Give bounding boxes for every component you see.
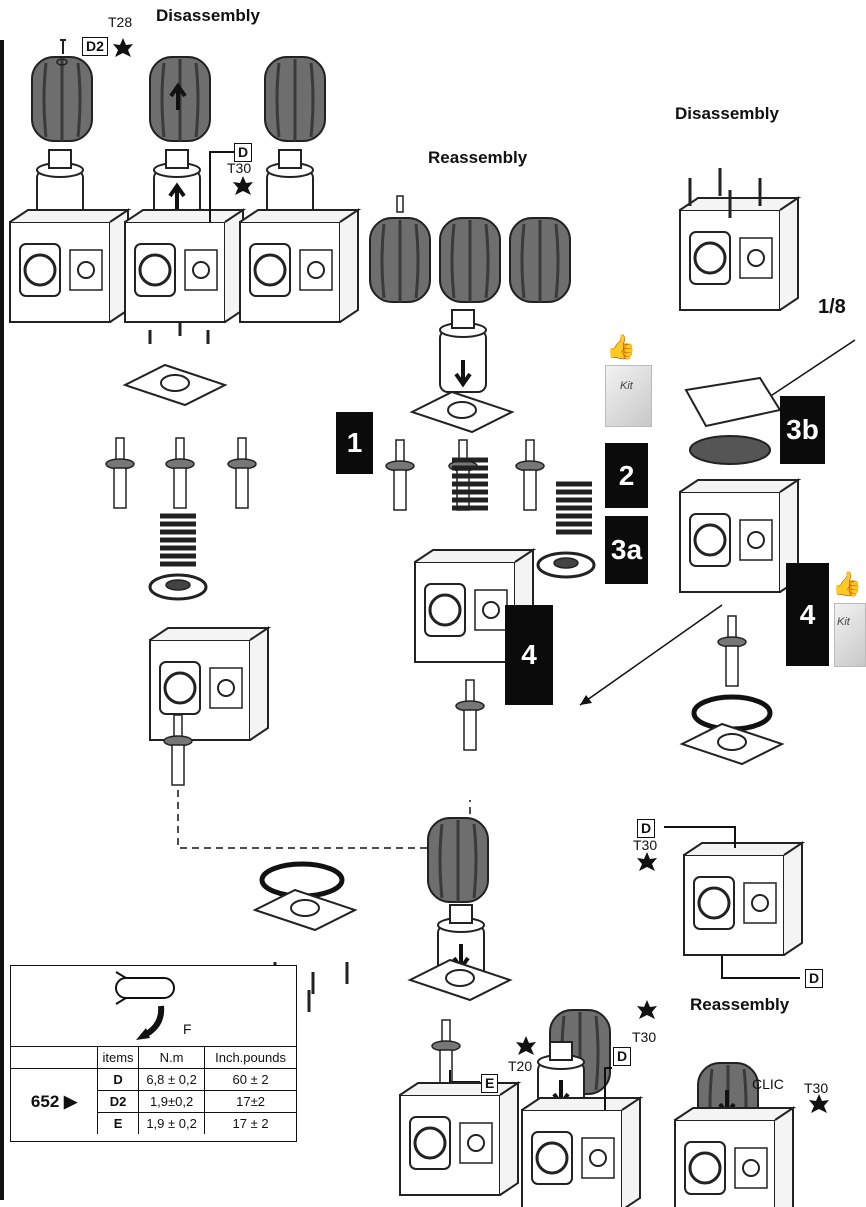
table-row: D2 1,9±0,2 17±2 xyxy=(11,1090,296,1113)
step-badge: 1 xyxy=(336,412,373,474)
torx-label: T30 xyxy=(632,1029,657,1045)
kit-label: Kit xyxy=(620,380,633,392)
torx-label: T30 xyxy=(227,160,252,176)
step-badge: 3b xyxy=(780,396,825,464)
torx-label: T30 xyxy=(804,1080,829,1096)
item-cell: E xyxy=(97,1112,140,1134)
torque-table: F items N.m Inch.pounds 652 ▶ D 6,8 ± 0,… xyxy=(10,965,297,1142)
torx-label: T28 xyxy=(108,14,133,30)
heading-disassembly-top: Disassembly xyxy=(156,6,260,25)
inlb-cell: 17±2 xyxy=(204,1090,296,1113)
table-row: 652 ▶ D 6,8 ± 0,2 60 ± 2 xyxy=(11,1068,296,1134)
nm-cell: 1,9±0,2 xyxy=(138,1090,206,1113)
step-badge: 4 xyxy=(505,605,553,705)
step-badge: 3a xyxy=(605,516,648,584)
step-badge: 4 xyxy=(786,563,829,666)
torx-label: T20 xyxy=(508,1058,533,1074)
torque-ref-box: D xyxy=(805,969,824,988)
thumbs-up-icon: 👍 xyxy=(832,571,862,598)
torque-ref-box: D xyxy=(234,143,253,162)
inlb-cell: 60 ± 2 xyxy=(204,1068,296,1091)
heading-reassembly-middle: Reassembly xyxy=(428,148,528,167)
torque-ref-box: D xyxy=(613,1047,632,1066)
torque-ref-box: E xyxy=(481,1074,499,1093)
item-cell: D2 xyxy=(97,1090,140,1113)
item-cell: D xyxy=(97,1068,140,1091)
col-header-nm: N.m xyxy=(138,1046,206,1069)
step-badge: 2 xyxy=(605,443,648,508)
wrench-icon xyxy=(115,971,175,1040)
heading-disassembly-right: Disassembly xyxy=(675,104,779,123)
torque-values-table: items N.m Inch.pounds 652 ▶ D 6,8 ± 0,2 … xyxy=(11,1046,296,1134)
torx-label: T30 xyxy=(633,837,658,853)
product-ref: 652 ▶ xyxy=(11,1068,98,1134)
table-header-row: items N.m Inch.pounds xyxy=(11,1046,296,1069)
kit-label: Kit xyxy=(837,616,850,628)
torque-ref-box: D xyxy=(637,819,656,838)
force-label: F xyxy=(183,1021,192,1037)
table-row: E 1,9 ± 0,2 17 ± 2 xyxy=(11,1112,296,1134)
torque-ref-box: D2 xyxy=(82,37,108,56)
ratio-label: 1/8 xyxy=(818,296,846,318)
heading-reassembly-bottom: Reassembly xyxy=(690,995,790,1014)
nm-cell: 6,8 ± 0,2 xyxy=(138,1068,206,1091)
clic-label: CLIC xyxy=(752,1076,784,1092)
inlb-cell: 17 ± 2 xyxy=(204,1112,296,1134)
kit-bag-icon: Kit xyxy=(834,603,866,667)
thumbs-up-icon: 👍 xyxy=(606,334,636,361)
nm-cell: 1,9 ± 0,2 xyxy=(138,1112,206,1134)
col-header-items: items xyxy=(97,1046,140,1069)
col-header-inlb: Inch.pounds xyxy=(204,1046,296,1069)
kit-bag-icon: Kit xyxy=(605,365,652,427)
